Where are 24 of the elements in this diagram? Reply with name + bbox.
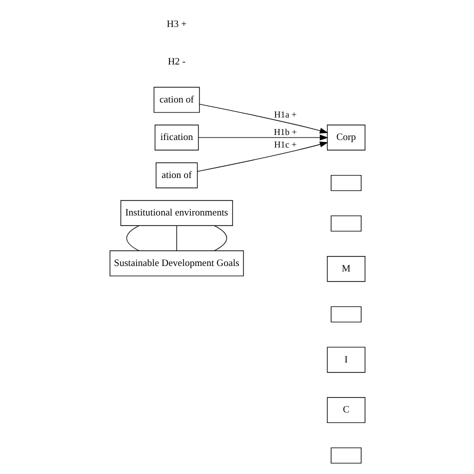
arrow	[198, 134, 328, 140]
edge-label: H1a +	[274, 109, 296, 120]
connector	[126, 224, 139, 251]
edge-label: H1c +	[274, 139, 296, 150]
node-box: I	[326, 346, 365, 372]
node-box	[330, 174, 362, 191]
label: H2 -	[167, 56, 186, 68]
connector	[176, 224, 177, 250]
node-box: Sustainable Development Goals	[109, 250, 244, 276]
node-box	[330, 215, 362, 232]
node-box: cation of	[153, 86, 200, 112]
node-box	[330, 306, 362, 322]
connector	[214, 224, 227, 251]
arrow	[196, 141, 328, 172]
node-box: ification	[154, 124, 198, 150]
node-box: C	[326, 396, 365, 423]
node-box: Corp	[326, 124, 365, 150]
node-box: Institutional environments	[120, 200, 232, 226]
node-box: M	[326, 256, 365, 282]
node-box: ation of	[155, 162, 198, 188]
label: H3 +	[166, 18, 186, 30]
arrow	[198, 103, 328, 134]
edge-label: H1b +	[273, 126, 296, 137]
node-box	[330, 446, 362, 464]
